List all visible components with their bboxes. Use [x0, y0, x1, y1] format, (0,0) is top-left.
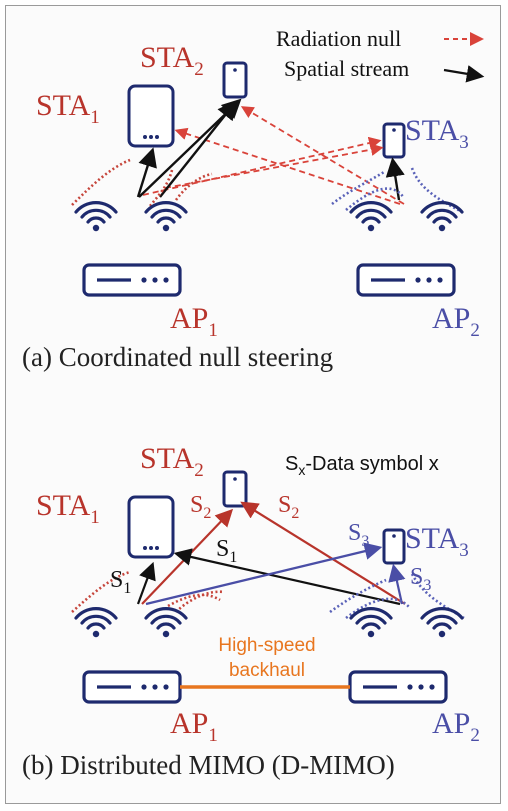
- a-sta1-label: STA1: [36, 89, 100, 128]
- b-caption: (b) Distributed MIMO (D-MIMO): [22, 750, 395, 780]
- b-sta1-device-icon: [127, 495, 175, 559]
- b-sta3-device-icon: [382, 528, 406, 565]
- a-sta2-label: STA2: [140, 41, 204, 80]
- b-s3-top: S3: [348, 520, 369, 550]
- b-symbol-note: Sx-Data symbol x: [285, 453, 439, 478]
- b-s2-left: S2: [190, 492, 211, 522]
- b-ap2-label: AP2: [432, 707, 480, 746]
- b-ap2-router-icon: [348, 607, 464, 704]
- b-sta2-label: STA2: [140, 442, 204, 481]
- a-null-arrows: [142, 106, 405, 205]
- legend-stream-label: Spatial stream: [284, 56, 409, 81]
- b-s2-right: S2: [278, 492, 299, 522]
- b-sta2-device-icon: [222, 470, 248, 508]
- b-ap1-router-icon: [74, 607, 188, 704]
- legend-null-label: Radiation null: [276, 26, 401, 51]
- a-ap1-label: AP1: [170, 302, 218, 341]
- b-backhaul-line2: backhaul: [229, 660, 305, 681]
- a-sta3-device-icon: [382, 122, 406, 159]
- a-stream-arrows: [136, 98, 405, 201]
- a-sta3-label: STA3: [405, 114, 469, 153]
- b-s3-right: S3: [410, 564, 431, 594]
- b-ap1-label: AP1: [170, 707, 218, 746]
- b-s1-left: S1: [110, 567, 131, 597]
- a-sta2-device-icon: [222, 61, 248, 99]
- b-backhaul-line1: High-speed: [218, 635, 315, 656]
- a-ap2-label: AP2: [432, 302, 480, 341]
- a-sta1-device-icon: [127, 84, 175, 148]
- a-beam-lobes: [71, 158, 463, 214]
- b-beam-lobes: [71, 570, 465, 620]
- legend: Radiation null Spatial stream: [276, 26, 485, 83]
- a-ap1-router-icon: [74, 201, 188, 297]
- b-sta3-label: STA3: [405, 522, 469, 561]
- legend-stream-arrow: [443, 65, 485, 83]
- b-stream-arrows: [136, 501, 406, 606]
- b-sta1-label: STA1: [36, 489, 100, 528]
- a-caption: (a) Coordinated null steering: [22, 342, 333, 372]
- b-s1-mid: S1: [216, 536, 237, 566]
- a-ap2-router-icon: [349, 201, 464, 297]
- b-symbol-labels: S1 S1 S2 S2 S3 S3: [110, 492, 431, 597]
